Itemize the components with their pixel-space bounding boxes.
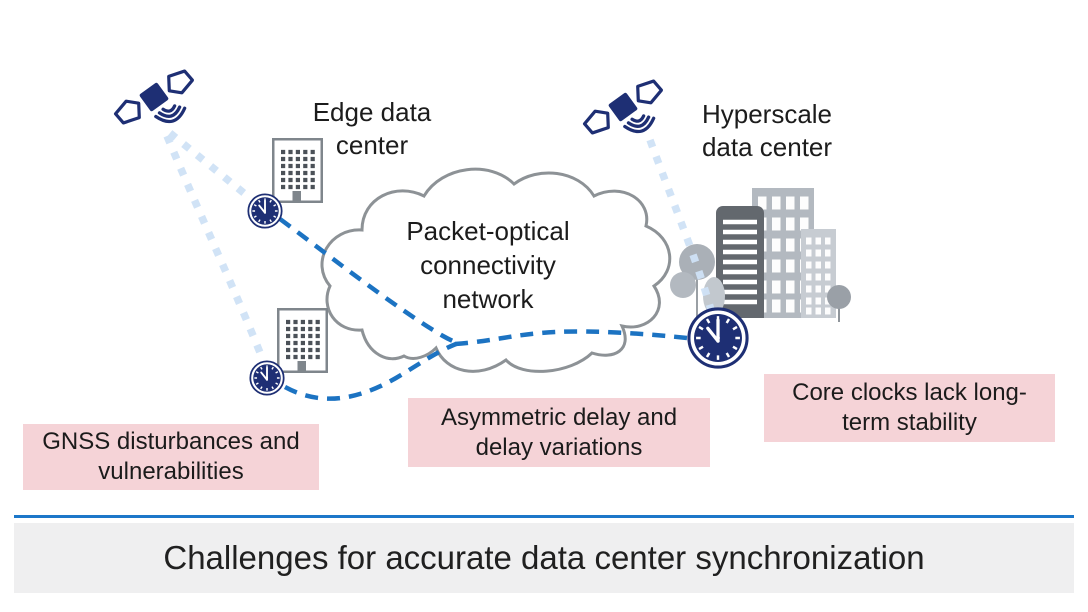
- gnss-signal-to-edge-clock-1: [167, 130, 253, 201]
- edge-label-line2: center: [335, 130, 409, 160]
- core-clock-icon: [687, 307, 749, 369]
- hyperscale-label-line2: data center: [701, 132, 833, 162]
- clock-icon: [249, 360, 285, 396]
- callout-core-line1: Core clocks lack long-: [792, 379, 1027, 406]
- edge-label-line1: Edge data: [312, 97, 432, 127]
- link-edge2-to-core: [283, 341, 457, 401]
- network-dashed-link: [278, 217, 688, 401]
- satellite-icon: [580, 70, 679, 162]
- network-cloud-shape: [320, 167, 672, 373]
- callout-core-line2: term stability: [842, 409, 977, 436]
- cloud-label-line2: connectivity: [420, 250, 556, 280]
- hyperscale-data-center-label: Hyperscale data center: [687, 98, 847, 164]
- callout-core-clocks: Core clocks lack long- term stability: [764, 374, 1055, 442]
- gnss-signal-to-core-clock: [646, 138, 715, 312]
- tree-icon: [827, 285, 851, 322]
- callout-gnss: GNSS disturbances and vulnerabilities: [23, 424, 319, 490]
- banner-title: Challenges for accurate data center sync…: [14, 523, 1074, 593]
- callout-asymmetric-line2: delay variations: [475, 433, 643, 461]
- cloud-label-line3: network: [442, 284, 534, 314]
- hyperscale-city-buildings-icon: [670, 188, 851, 322]
- gnss-signal-to-edge-clock-2: [163, 134, 267, 362]
- gnss-signal-dashed-path: [163, 130, 267, 362]
- banner-top-rule: [14, 515, 1074, 518]
- link-to-core-clock: [454, 329, 688, 347]
- banner-title-text: Challenges for accurate data center sync…: [163, 539, 925, 576]
- satellite-icon: [111, 60, 210, 152]
- edge-data-center-label: Edge data center: [297, 96, 447, 162]
- hyperscale-label-line1: Hyperscale: [701, 99, 833, 129]
- network-cloud-label: Packet-optical connectivity network: [393, 214, 583, 316]
- callout-asymmetric-line1: Asymmetric delay and: [440, 403, 678, 431]
- clock-icon: [247, 193, 283, 229]
- cloud-label-line1: Packet-optical: [406, 216, 570, 246]
- callout-gnss-line1: GNSS disturbances and: [42, 428, 300, 455]
- edge-data-center-building-icon: [278, 309, 327, 372]
- callout-asymmetric-delay: Asymmetric delay and delay variations: [408, 398, 710, 467]
- callout-gnss-line2: vulnerabilities: [98, 458, 244, 485]
